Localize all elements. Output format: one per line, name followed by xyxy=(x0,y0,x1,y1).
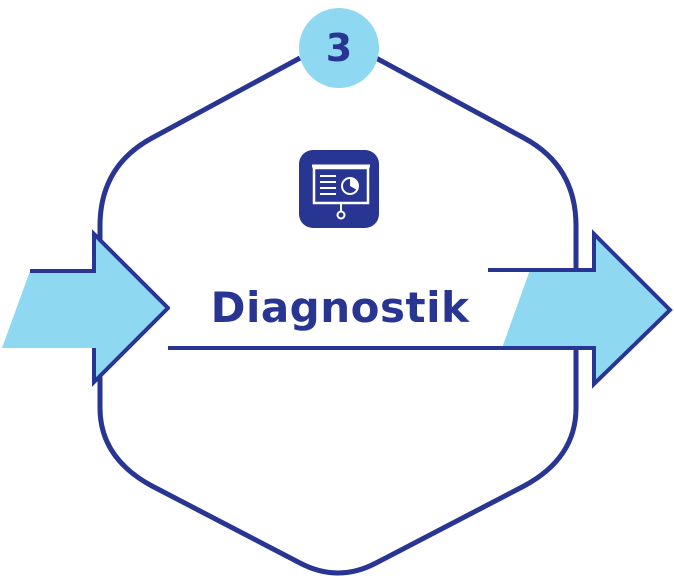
step-number-badge xyxy=(299,8,379,88)
step-title: Diagnostik xyxy=(210,283,470,332)
hexagon-frame xyxy=(97,55,579,576)
step-number: 3 xyxy=(325,26,353,70)
incoming-arrow xyxy=(2,229,171,387)
presentation-board-chart-icon xyxy=(299,150,379,228)
outgoing-arrow xyxy=(168,229,673,389)
